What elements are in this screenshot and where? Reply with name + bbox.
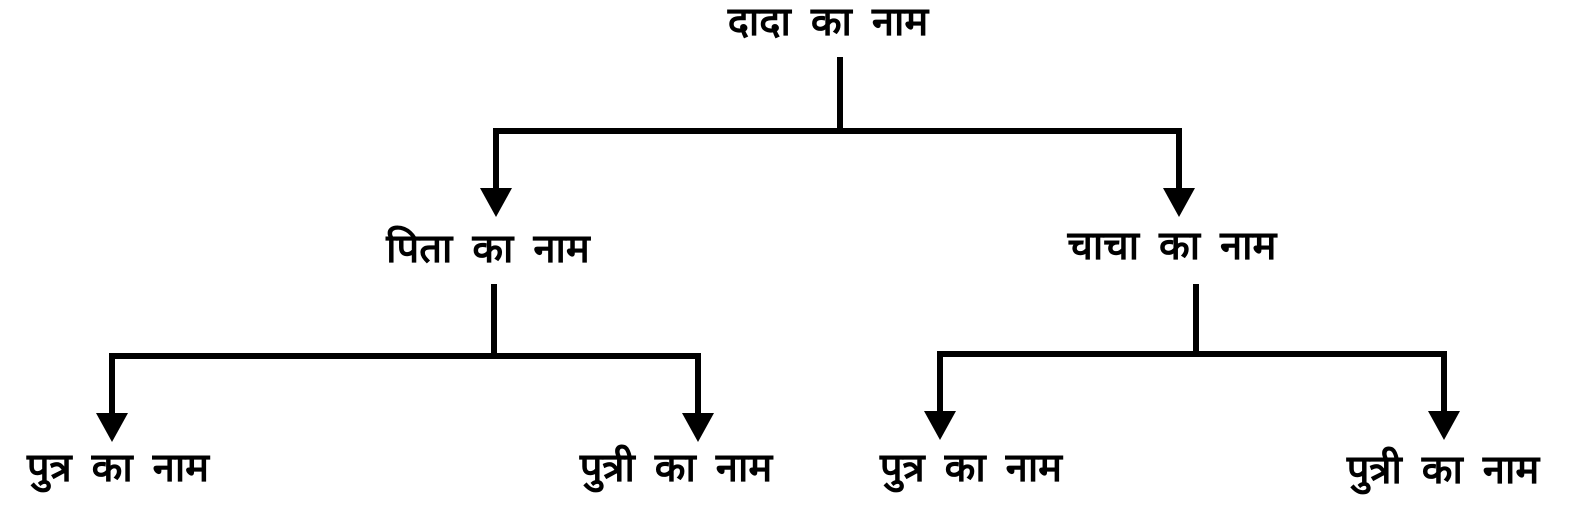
node-uncle-son: पुत्र का नाम [879, 445, 1064, 493]
arrow-down-icon [924, 411, 956, 440]
connector-root [480, 57, 1195, 217]
node-father: पिता का नाम [385, 225, 592, 272]
node-uncle: चाचा का नाम [1067, 223, 1279, 269]
arrow-down-icon [480, 188, 512, 217]
connector-uncle [924, 284, 1460, 440]
arrow-down-icon [1428, 411, 1460, 440]
node-uncle-daughter: पुत्री का नाम [1346, 446, 1542, 495]
node-father-son: पुत्र का नाम [26, 445, 211, 493]
arrow-down-icon [682, 413, 714, 442]
connector-father [96, 284, 714, 442]
arrow-down-icon [96, 413, 128, 442]
arrow-down-icon [1163, 188, 1195, 217]
node-grandfather: दादा का नाम [727, 0, 931, 45]
node-father-daughter: पुत्री का नाम [579, 444, 775, 493]
